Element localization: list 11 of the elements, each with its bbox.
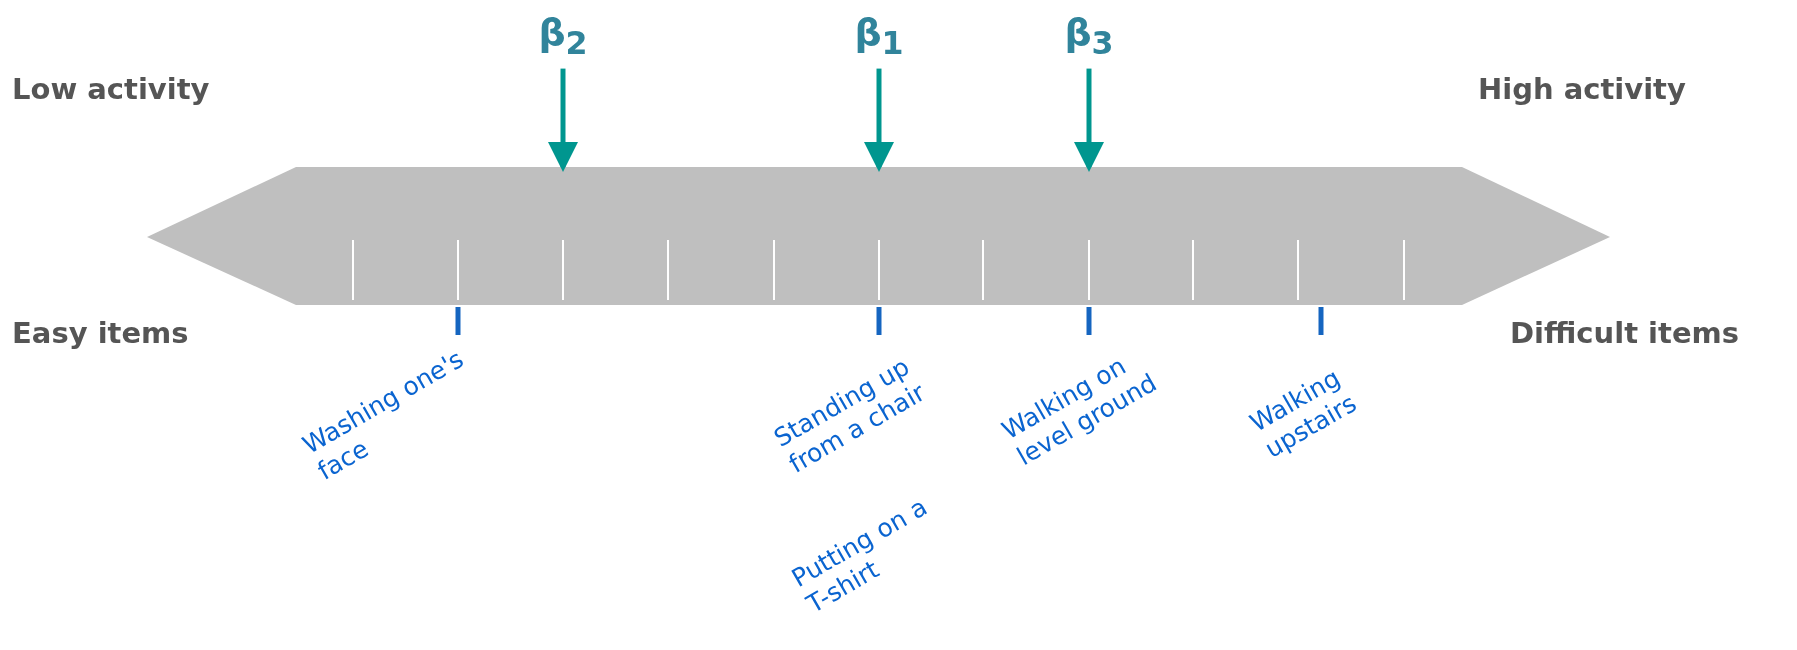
scale-bar: [147, 167, 1610, 305]
arrow: [864, 68, 894, 172]
arrow: [548, 68, 578, 172]
axis-end-label: Low activity: [12, 72, 210, 106]
beta-label: β$_{3}$: [1064, 10, 1114, 61]
beta-label: β$_{2}$: [538, 10, 588, 61]
axis-end-label: High activity: [1478, 72, 1686, 106]
beta-label: β$_{1}$: [854, 10, 904, 61]
arrow: [1074, 68, 1104, 172]
axis-end-label: Difficult items: [1510, 316, 1740, 350]
axis-end-label: Easy items: [12, 316, 189, 350]
